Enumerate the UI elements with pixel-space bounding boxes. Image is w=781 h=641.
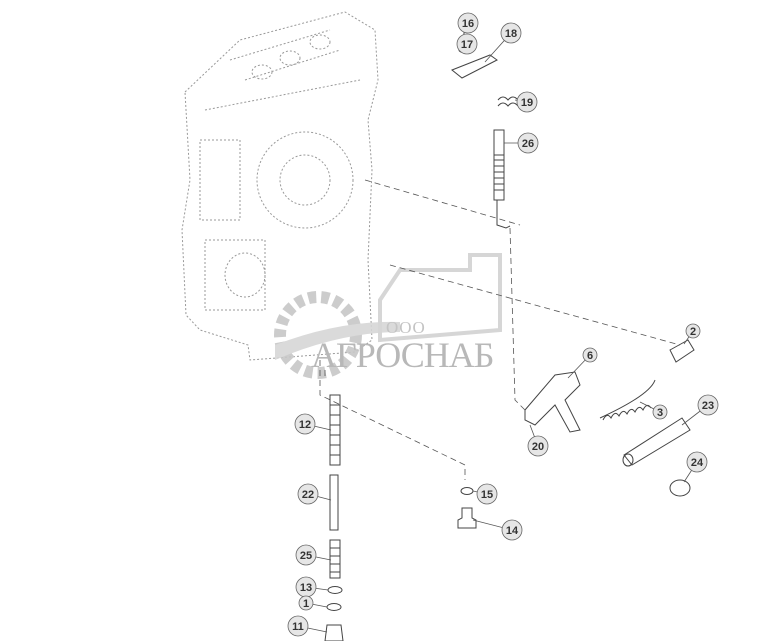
callout-24: 24	[683, 451, 708, 483]
callout-circle	[686, 451, 708, 473]
callout-circle	[294, 413, 316, 435]
parts	[324, 24, 695, 641]
callout-label: 15	[481, 489, 493, 501]
callout-label: 3	[657, 407, 663, 419]
clamp-24	[669, 479, 691, 497]
callout-circle	[287, 615, 309, 637]
spring-25	[329, 539, 341, 579]
callout-circle	[582, 347, 598, 363]
sleeve-23	[623, 417, 691, 466]
callout-18: 18	[484, 22, 522, 63]
callout-label: 16	[462, 18, 474, 30]
callout-circle	[516, 91, 538, 113]
callout-circle	[297, 483, 319, 505]
callout-15: 15	[472, 483, 498, 505]
callout-17: 17	[456, 33, 478, 55]
callout-circle	[298, 595, 314, 611]
callout-16: 16	[457, 12, 479, 34]
callout-2: 2	[683, 323, 701, 345]
callout-circle	[697, 394, 719, 416]
callout-6: 6	[567, 347, 598, 379]
callout-circle	[500, 22, 522, 44]
callout-circle	[457, 12, 479, 34]
callout-label: 26	[522, 138, 534, 150]
callout-label: 13	[300, 582, 312, 594]
callout-circle	[476, 483, 498, 505]
engine-block	[181, 11, 379, 361]
callout-label: 23	[702, 400, 714, 412]
watermark-logo	[274, 253, 502, 379]
rod-26	[493, 155, 511, 229]
callout-3: 3	[639, 401, 668, 420]
rod-22	[329, 474, 339, 531]
callout-label: 12	[299, 419, 311, 431]
lever-6	[524, 371, 581, 433]
rod-26-top	[493, 129, 505, 156]
oring-15	[460, 487, 474, 495]
spring-19	[497, 96, 519, 107]
callout-label: 14	[506, 525, 519, 537]
callout-19: 19	[514, 91, 538, 113]
leader-lines	[319, 179, 681, 480]
callout-label: 22	[302, 489, 314, 501]
callout-circle	[517, 132, 539, 154]
watermark-prefix: ООО	[386, 318, 426, 337]
callout-13: 13	[295, 576, 329, 598]
callout-label: 24	[691, 457, 704, 469]
callout-14: 14	[472, 519, 523, 541]
callout-26: 26	[504, 132, 539, 154]
callout-label: 1	[303, 598, 309, 610]
callout-label: 20	[532, 441, 544, 453]
callout-circle	[652, 404, 668, 420]
callout-label: 18	[505, 28, 517, 40]
watermark-name: АГРОСНАБ	[311, 335, 494, 375]
callout-1: 1	[298, 595, 328, 611]
callout-12: 12	[294, 413, 332, 435]
spring-12	[329, 394, 341, 466]
spring-3	[599, 379, 656, 421]
callout-20: 20	[527, 424, 549, 457]
callout-label: 17	[461, 39, 473, 51]
callout-circle	[685, 323, 701, 339]
callout-circle	[456, 33, 478, 55]
callout-circle	[501, 519, 523, 541]
callout-label: 19	[521, 97, 533, 109]
ring-13	[327, 586, 343, 594]
plug-14	[457, 507, 477, 529]
plate-18	[451, 54, 498, 79]
plug-11	[324, 624, 344, 641]
callout-22: 22	[297, 483, 332, 505]
callout-circle	[527, 435, 549, 457]
pin-2	[669, 339, 695, 363]
callout-label: 2	[690, 326, 696, 338]
callout-25: 25	[295, 544, 332, 566]
callout-circle	[295, 544, 317, 566]
callout-label: 6	[587, 350, 593, 362]
callout-label: 11	[292, 621, 304, 633]
callout-11: 11	[287, 615, 328, 637]
callout-23: 23	[681, 394, 719, 426]
oring-1	[326, 603, 342, 611]
callout-label: 25	[300, 550, 312, 562]
